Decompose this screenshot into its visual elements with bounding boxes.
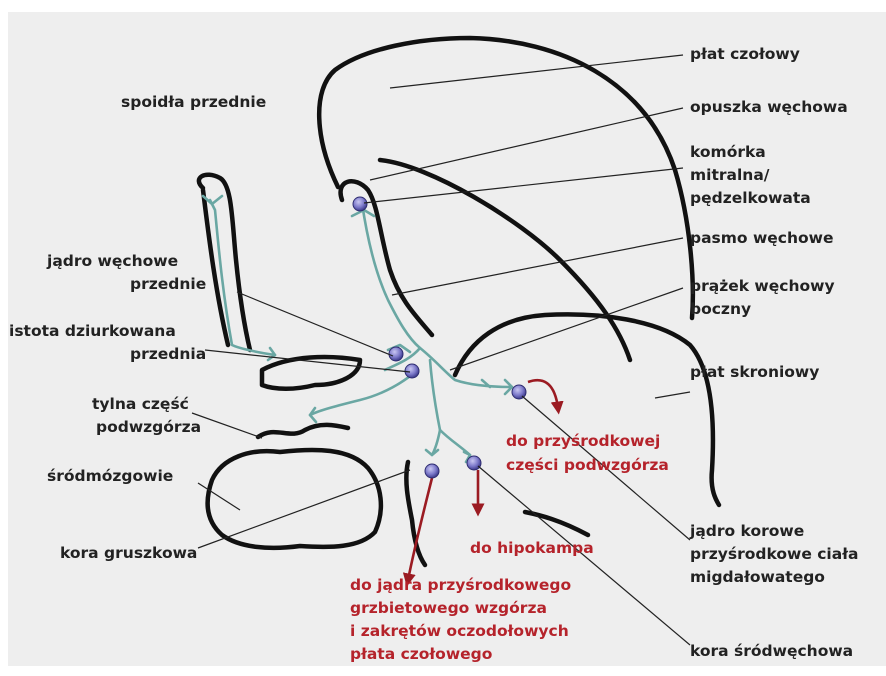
- posterior-hypothalamus-outline: [258, 425, 348, 437]
- left-bulb-pathway: [210, 200, 275, 355]
- label-anterior-olfactory-nucleus-2: przednie: [130, 275, 206, 293]
- anterior-olfactory-nucleus-neuron: [389, 347, 403, 361]
- target-labels: do przyśrodkowej części podwzgórza do hi…: [350, 432, 669, 663]
- target-thalamus-4: płata czołowego: [350, 645, 492, 663]
- hypothalamus-pathway: [310, 370, 418, 415]
- label-mitral-cell-2: mitralna/: [690, 166, 770, 184]
- temporal-lobe-outline: [455, 314, 719, 505]
- label-anterior-commissure: spoidła przednie: [121, 93, 266, 111]
- mitral-cell-neuron: [353, 197, 367, 211]
- label-posterior-hypothalamus-1: tylna część: [92, 395, 189, 413]
- structure-labels: spoidła przednie płat czołowy opuszka wę…: [9, 45, 858, 660]
- olfactory-pathways: [203, 196, 512, 462]
- frontal-lobe-outline: [319, 38, 693, 318]
- label-mitral-cell-3: pędzelkowata: [690, 189, 811, 207]
- target-thalamus-3: i zakrętów oczodołowych: [350, 622, 569, 640]
- label-amygdala-nucleus-2: przyśrodkowe ciała: [690, 545, 858, 563]
- target-hippocampus: do hipokampa: [470, 539, 594, 557]
- label-entorhinal-cortex: kora śródwęchowa: [690, 642, 853, 660]
- label-piriform-cortex: kora gruszkowa: [60, 544, 197, 562]
- frontal-inner-outline: [380, 160, 630, 360]
- label-posterior-hypothalamus-2: podwzgórza: [96, 418, 201, 436]
- label-olfactory-tract: pasmo węchowe: [690, 229, 834, 247]
- perforated-substance-neuron: [405, 364, 419, 378]
- label-olfactory-bulb: opuszka węchowa: [690, 98, 848, 116]
- midbrain-outline: [208, 450, 381, 548]
- label-amygdala-nucleus-3: migdałowatego: [690, 568, 825, 586]
- label-perforated-substance-2: przednia: [130, 345, 206, 363]
- label-amygdala-nucleus-1: jądro korowe: [689, 522, 804, 540]
- target-hypothalamus-1: do przyśrodkowej: [506, 432, 660, 450]
- label-lateral-stria-2: boczny: [690, 300, 751, 318]
- target-hypothalamus-2: części podwzgórza: [506, 456, 669, 474]
- label-anterior-olfactory-nucleus-1: jądro węchowe: [46, 252, 178, 270]
- label-perforated-substance-1: istota dziurkowana: [9, 322, 176, 340]
- piriform-neuron: [425, 464, 439, 478]
- label-lateral-stria-1: prążek węchowy: [690, 277, 835, 295]
- label-frontal-lobe: płat czołowy: [690, 45, 800, 63]
- target-thalamus-1: do jądra przyśrodkowego: [350, 576, 571, 594]
- label-midbrain: śródmózgowie: [47, 467, 173, 485]
- target-thalamus-2: grzbietowego wzgórza: [350, 599, 547, 617]
- leader-lines: [192, 55, 690, 645]
- label-temporal-lobe: płat skroniowy: [690, 363, 819, 381]
- arrow-to-hypothalamus: [528, 380, 558, 408]
- entorhinal-neuron: [467, 456, 481, 470]
- label-mitral-cell-1: komórka: [690, 143, 766, 161]
